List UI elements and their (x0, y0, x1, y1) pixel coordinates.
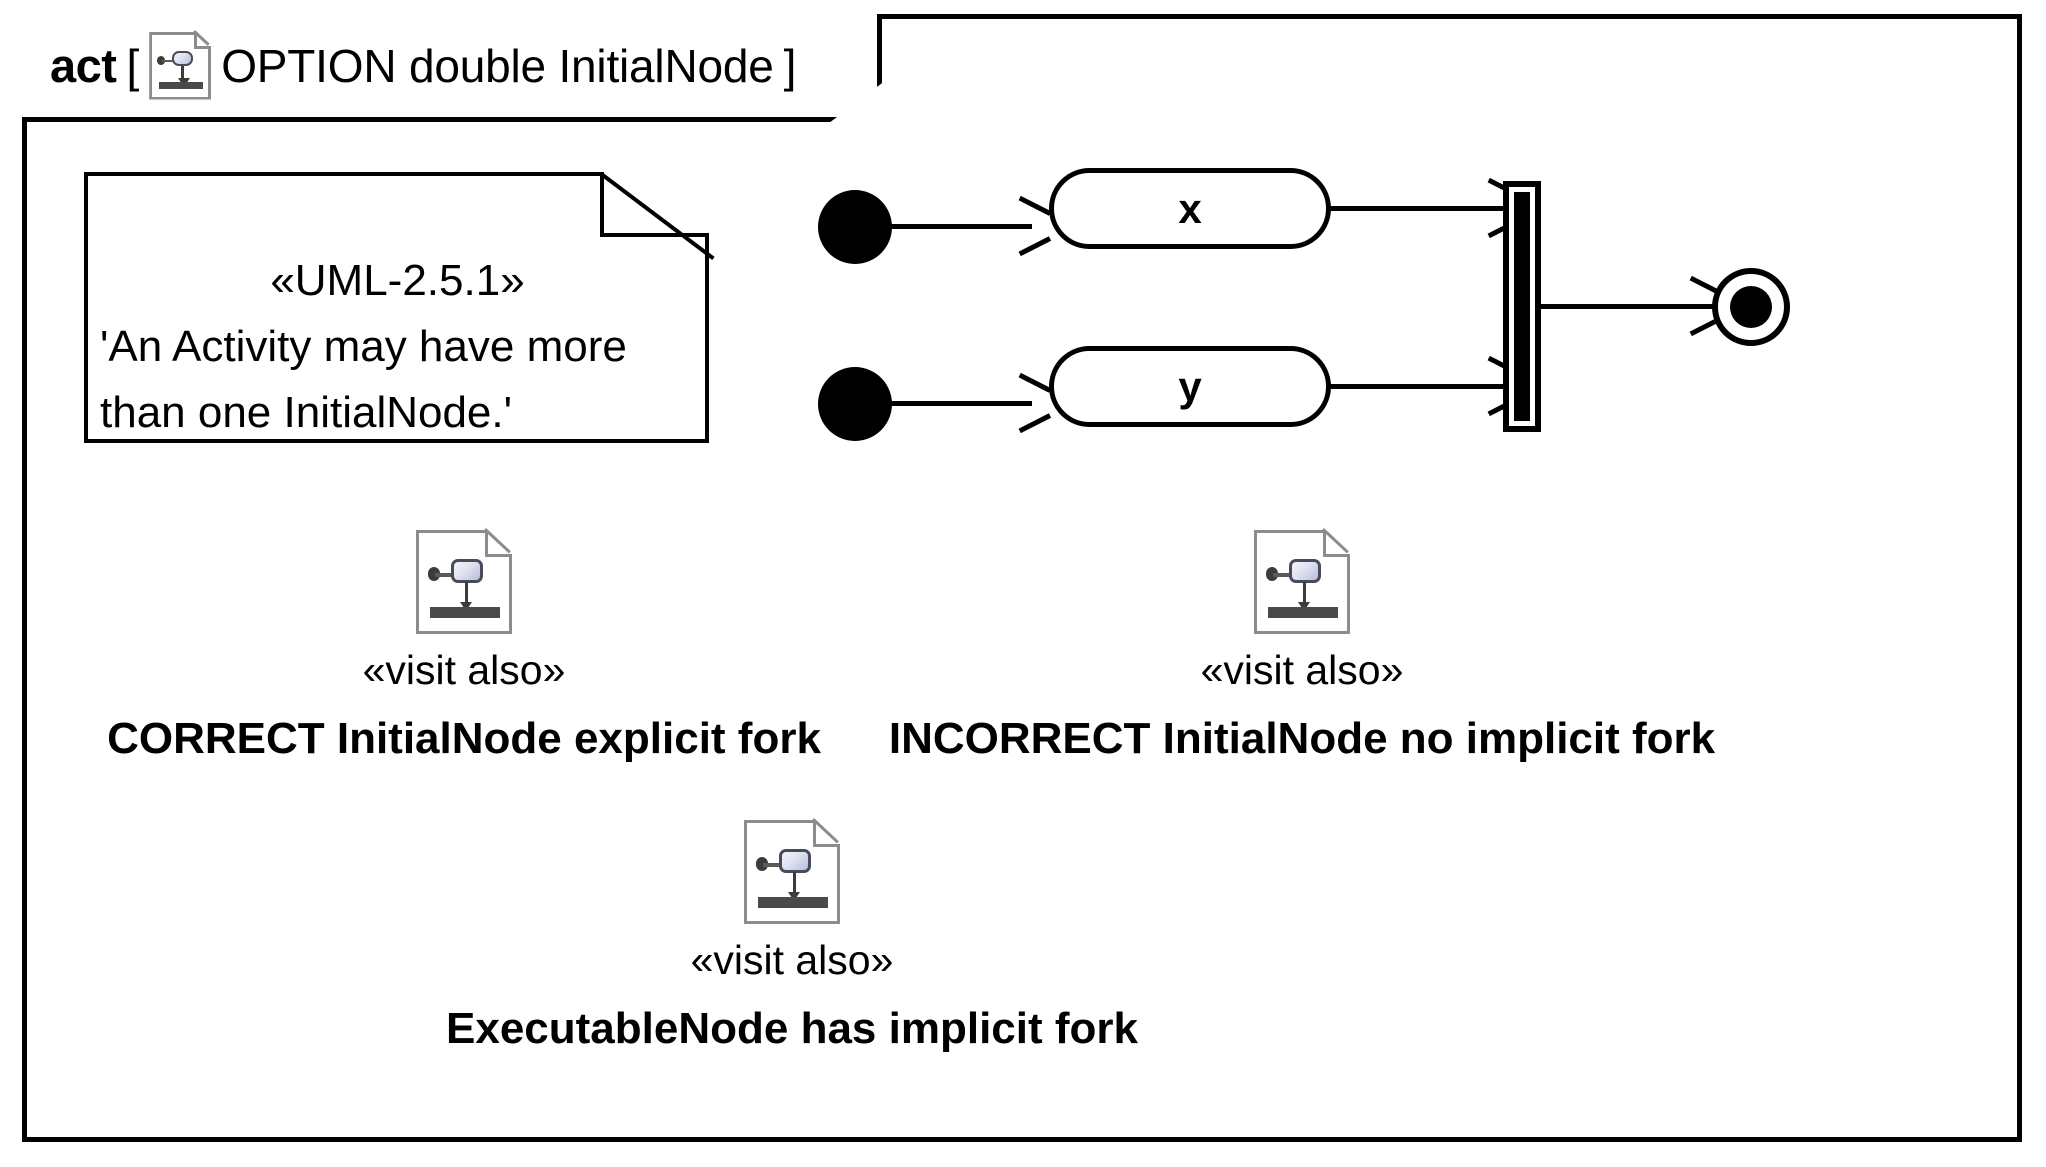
icon-fold (485, 530, 512, 558)
legend-stereotype: «visit also» (1200, 647, 1404, 693)
arrow-head-initial1-to-x (1016, 209, 1046, 243)
icon-connector-stub (435, 572, 457, 577)
icon-fold (193, 31, 212, 50)
icon-fork-bar (758, 896, 828, 909)
uml-note: «UML-2.5.1» 'An Activity may have more t… (84, 172, 709, 443)
frame-bracket-open: [ (126, 39, 140, 92)
uml-activity-document-icon[interactable] (1254, 530, 1350, 634)
edge-y-to-join (1329, 384, 1519, 389)
uml-activity-document-icon[interactable] (744, 820, 840, 924)
icon-flow-line (181, 65, 185, 81)
icon-initial-node-dot (1265, 567, 1278, 581)
frame-name-tab: act [ OPTION double InitialNode ] (22, 14, 882, 122)
uml-activity-document-icon (149, 31, 212, 100)
icon-action-node (778, 849, 812, 874)
icon-action-node (171, 50, 193, 67)
icon-fork-bar (1268, 606, 1338, 619)
icon-action-node (1288, 559, 1322, 584)
icon-flow-arrow-icon (1298, 601, 1311, 611)
legend-stereotype: «visit also» (362, 647, 566, 693)
edge-initial2-to-y (890, 401, 1032, 406)
uml-activity-document-icon[interactable] (416, 530, 512, 634)
icon-flow-arrow-icon (788, 891, 801, 901)
legend-correct[interactable]: «visit also» CORRECT InitialNode explici… (84, 530, 844, 764)
icon-flow-arrow-icon (460, 601, 473, 611)
icon-action-node (450, 559, 484, 584)
activity-final-node-core (1730, 286, 1772, 328)
action-node-x[interactable]: x (1049, 168, 1331, 249)
icon-fold (813, 820, 840, 848)
icon-connector-stub (1273, 572, 1295, 577)
legend-caption: ExecutableNode has implicit fork (446, 1004, 1138, 1053)
action-node-y[interactable]: y (1049, 346, 1331, 427)
icon-fold (1323, 530, 1350, 558)
icon-initial-node-dot (755, 857, 768, 871)
edge-x-to-join (1329, 206, 1519, 211)
note-folded-corner (599, 172, 709, 238)
note-stereotype: «UML-2.5.1» (270, 256, 525, 305)
icon-flow-line (1303, 582, 1307, 605)
icon-initial-node-dot (156, 55, 165, 65)
legend-caption: CORRECT InitialNode explicit fork (107, 714, 821, 763)
initial-node-bottom (818, 367, 892, 441)
icon-initial-node-dot (427, 567, 440, 581)
edge-join-to-final (1540, 304, 1720, 309)
note-line-2: than one InitialNode.' (100, 388, 513, 437)
icon-connector-stub (161, 59, 176, 63)
icon-flow-line (465, 582, 469, 605)
note-text: «UML-2.5.1» 'An Activity may have more t… (84, 248, 709, 446)
note-line-1: 'An Activity may have more (100, 322, 627, 371)
initial-node-top (818, 190, 892, 264)
activity-final-node (1712, 268, 1790, 346)
icon-fork-bar (430, 606, 500, 619)
frame-kind-label: act (50, 39, 117, 92)
legend-stereotype: «visit also» (690, 937, 894, 983)
icon-flow-line (793, 872, 797, 895)
frame-bracket-close: ] (783, 39, 797, 92)
legend-incorrect[interactable]: «visit also» INCORRECT InitialNode no im… (862, 530, 1742, 764)
icon-fork-bar (158, 81, 204, 90)
frame-title: OPTION double InitialNode (221, 39, 774, 92)
join-node-bar (1503, 181, 1541, 432)
legend-executable-node[interactable]: «visit also» ExecutableNode has implicit… (422, 820, 1162, 1054)
join-node-inner (1509, 187, 1535, 426)
legend-caption: INCORRECT InitialNode no implicit fork (888, 714, 1716, 763)
icon-connector-stub (763, 862, 785, 867)
edge-initial1-to-x (890, 224, 1032, 229)
frame-tab-content: act [ OPTION double InitialNode ] (50, 31, 797, 100)
arrow-head-initial2-to-y (1016, 386, 1046, 420)
